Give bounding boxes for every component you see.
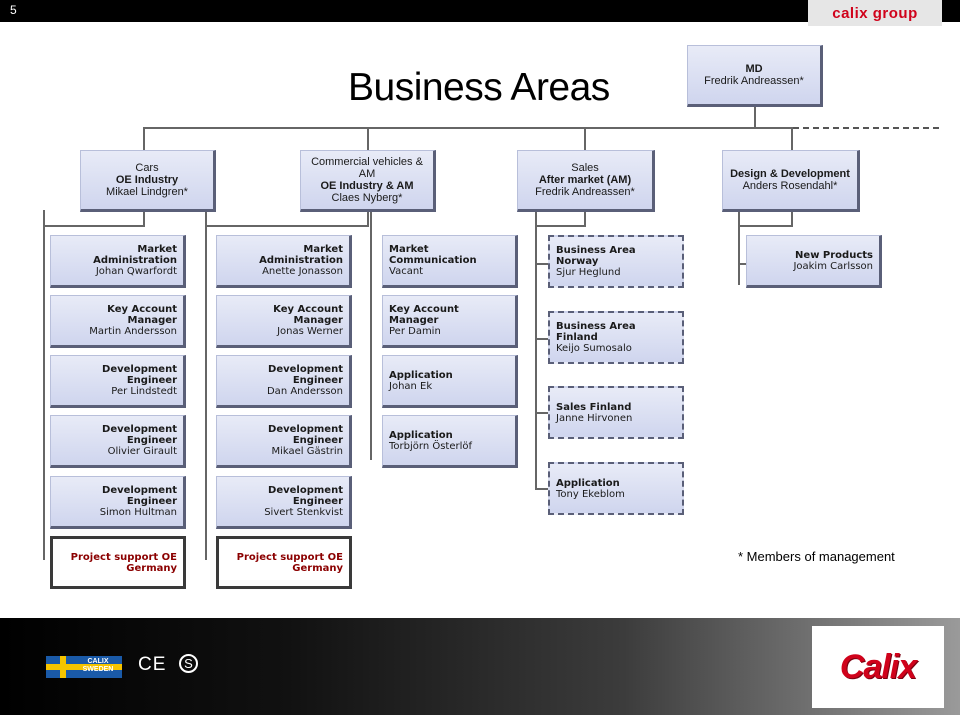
role: Business Area Norway (556, 245, 636, 267)
sales-market-communication: Market Communication Vacant (382, 235, 518, 288)
person-name: Anette Jonasson (262, 266, 343, 277)
person-name: Sjur Heglund (556, 267, 621, 278)
role: Market Administration (93, 244, 177, 266)
md-title: MD (745, 63, 763, 75)
person-name: Joakim Carlsson (793, 260, 873, 272)
commercial-key-account-manager: Key Account Manager Jonas Werner (216, 295, 352, 348)
person-name: Johan Ek (389, 380, 433, 392)
badge-text: CALIX SWEDEN (76, 658, 120, 674)
commercial-development-engineer-2: Development Engineer Mikael Gästrin (216, 415, 352, 468)
md-box: MD Fredrik Andreassen* (687, 45, 823, 107)
role: Application (389, 429, 453, 441)
cars-key-account-manager: Key Account Manager Martin Andersson (50, 295, 186, 348)
sales-key-account-manager: Key Account Manager Per Damin (382, 295, 518, 348)
flag-cross (60, 656, 66, 678)
business-area-sales: Sales After market (AM) Fredrik Andreass… (517, 150, 655, 212)
role: Development Engineer (268, 485, 343, 507)
person-name: Johan Qwarfordt (95, 266, 177, 277)
role: Development Engineer (268, 424, 343, 446)
person-name: Per Lindstedt (111, 386, 177, 397)
slide-number: 5 (10, 3, 17, 17)
footer-bar (0, 618, 960, 715)
person-name: Tony Ekeblom (556, 488, 625, 500)
role: Sales Finland (556, 401, 632, 413)
business-area-finland: Business Area Finland Keijo Sumosalo (548, 311, 684, 364)
role: Key Account Manager (107, 304, 177, 326)
person-name: Mikael Gästrin (271, 446, 344, 457)
page-title: Business Areas (348, 66, 610, 109)
person-name: Martin Andersson (89, 326, 177, 337)
top-bar: 5 (0, 0, 960, 22)
badge-text-1: CALIX (87, 658, 109, 665)
cars-development-engineer-1: Development Engineer Per Lindstedt (50, 355, 186, 408)
management-note: * Members of management (738, 549, 895, 564)
person-name: Germany (126, 562, 177, 574)
s-mark-icon: S (179, 654, 198, 673)
ba-line: Fredrik Andreassen* (535, 186, 635, 198)
person-name: Germany (292, 562, 343, 574)
commercial-development-engineer-3: Development Engineer Sivert Stenkvist (216, 476, 352, 529)
person-name: Simon Hultman (99, 507, 177, 518)
ba-line: After market (AM) (538, 174, 632, 186)
business-area-design-development: Design & Development Anders Rosendahl* (722, 150, 860, 212)
commercial-market-administration: Market Administration Anette Jonasson (216, 235, 352, 288)
role: Business Area Finland (556, 321, 636, 343)
cars-development-engineer-2: Development Engineer Olivier Girault (50, 415, 186, 468)
role: Development Engineer (102, 424, 177, 446)
sales-finland: Sales Finland Janne Hirvonen (548, 386, 684, 439)
person-name: Olivier Girault (107, 446, 177, 457)
ce-mark-icon: CE (138, 654, 167, 675)
person-name: Torbjörn Österlöf (389, 440, 473, 452)
role: Development Engineer (268, 364, 343, 386)
sales-application-1: Application Johan Ek (382, 355, 518, 408)
ba-line: Sales (571, 162, 599, 174)
flag-cross (46, 664, 122, 670)
design-new-products: New Products Joakim Carlsson (746, 235, 882, 288)
business-area-norway: Business Area Norway Sjur Heglund (548, 235, 684, 288)
commercial-project-support: Project support OE Germany (216, 536, 352, 589)
ba-line: OE Industry & AM (320, 180, 414, 192)
person-name: Vacant (389, 266, 424, 277)
person-name: Janne Hirvonen (556, 412, 633, 424)
ba-line: Cars (135, 162, 159, 174)
business-area-cars: Cars OE Industry Mikael Lindgren* (80, 150, 216, 212)
role: Market Communication (389, 244, 477, 266)
cars-development-engineer-3: Development Engineer Simon Hultman (50, 476, 186, 529)
calix-logo-text: Calix (839, 647, 917, 686)
business-area-commercial-vehicles: Commercial vehicles & AM OE Industry & A… (300, 150, 436, 212)
person-name: Keijo Sumosalo (556, 343, 632, 354)
badge-text-2: SWEDEN (82, 666, 114, 673)
role: Application (389, 369, 453, 381)
role: New Products (795, 249, 873, 261)
calix-group-logo: calix group (808, 0, 942, 26)
role: Development Engineer (102, 364, 177, 386)
commercial-development-engineer-1: Development Engineer Dan Andersson (216, 355, 352, 408)
role: Project support OE (236, 551, 343, 563)
person-name: Per Damin (389, 326, 441, 337)
role: Market Administration (259, 244, 343, 266)
ba-line: Claes Nyberg* (331, 192, 403, 204)
calix-logo: Calix (812, 626, 944, 708)
md-name: Fredrik Andreassen* (704, 75, 804, 87)
calix-sweden-badge: CALIX SWEDEN (46, 656, 122, 678)
role: Development Engineer (102, 485, 177, 507)
role: Key Account Manager (273, 304, 343, 326)
ba-line: Commercial vehicles & AM (311, 156, 423, 180)
ba-line: Anders Rosendahl* (742, 180, 838, 192)
ba-line: Design & Development (730, 168, 850, 180)
role: Project support OE (70, 551, 177, 563)
ba-line: Mikael Lindgren* (106, 186, 188, 198)
sales-application-finland: Application Tony Ekeblom (548, 462, 684, 515)
person-name: Dan Andersson (266, 386, 343, 397)
person-name: Jonas Werner (277, 326, 343, 337)
sales-application-2: Application Torbjörn Österlöf (382, 415, 518, 468)
person-name: Sivert Stenkvist (264, 507, 343, 518)
cars-project-support: Project support OE Germany (50, 536, 186, 589)
cars-market-administration: Market Administration Johan Qwarfordt (50, 235, 186, 288)
role: Application (556, 477, 620, 489)
ba-line: OE Industry (115, 174, 179, 186)
role: Key Account Manager (389, 304, 459, 326)
